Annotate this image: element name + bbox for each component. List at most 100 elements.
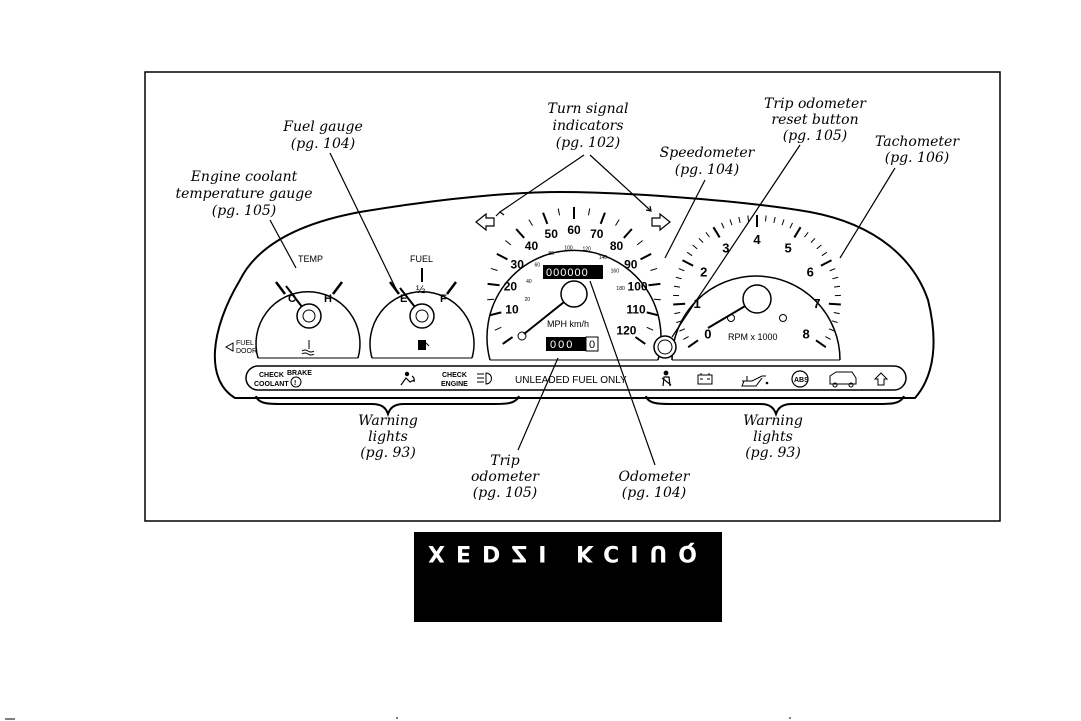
tachometer-number: 8 [803,326,810,341]
callout-speedometer-line1: Speedometer [660,145,756,161]
speedo-screw [517,331,527,341]
tachometer-number: 0 [704,326,711,341]
speedometer-number: 120 [616,324,636,338]
speedometer-number: 90 [624,257,638,271]
tachometer-tick [820,259,832,267]
tachometer-tick [683,336,689,340]
tachometer-tick [828,302,841,306]
trip-odometer-window [546,337,586,351]
check-coolant-line1: CHECK [259,372,284,379]
callout-odometer-line2: (pg. 104) [622,485,686,501]
tachometer-tick [793,226,802,238]
seatbelt-icon [661,370,672,387]
leader-lines [269,144,896,466]
tachometer-tick [687,339,699,348]
speedometer-kmh-number: 40 [526,279,532,285]
callout-trip-odometer-line1: Trip [490,453,520,469]
fuel-full-label: F [440,293,447,305]
fuel-pump-icon [418,340,430,350]
speedometer-tick [634,336,646,345]
speedometer-tick [490,267,498,271]
speedometer-tick [640,252,652,261]
callout-tachometer: Tachometer (pg. 106) [875,134,960,166]
callout-turn-signal: Turn signal indicators (pg. 102) [548,101,629,151]
brake-label: BRAKE [287,370,312,377]
tachometer-tick [705,232,710,238]
tachometer-number: 1 [694,296,701,311]
tachometer-tick [829,268,836,272]
speedometer-tick [646,326,654,331]
fuel-gauge: FUEL E ½ F [369,254,475,359]
tachometer-tick [831,320,838,323]
callout-warning-left-line1: Warning [358,413,418,429]
tachometer-tick [773,216,776,223]
tachometer-tick [712,226,721,238]
speedometer-kmh-number: 120 [582,247,591,253]
left-warning-brace [255,395,520,418]
tachometer-tick [678,268,685,272]
callout-coolant-line2: temperature gauge [175,186,312,202]
unleaded-fuel-label: UNLEADED FUEL ONLY [515,375,627,386]
check-engine-line2: ENGINE [441,381,468,388]
speedometer-kmh-number: 60 [535,263,541,269]
speedometer-kmh-number: 160 [611,269,620,275]
odometer-digits: 000000 [546,267,589,279]
callout-trip-reset-line2: reset button [771,112,858,128]
callout-turn-line1: Turn signal [548,101,629,117]
left-turn-arrow-icon [475,212,495,232]
tachometer-number: 4 [753,232,761,247]
tachometer-number: 2 [700,264,707,279]
callout-warning-right-line1: Warning [743,413,803,429]
tachometer-ticks [673,215,841,348]
tachometer-tick [825,336,831,340]
temp-label: TEMP [298,254,323,264]
speedometer-tick [542,212,549,225]
right-turn-arrow-icon [651,212,671,232]
headlamp-icon [477,372,492,385]
tachometer-tick [804,232,809,238]
speedometer-tick [502,336,514,345]
speedometer-kmh-number: 180 [616,286,625,292]
trip-odometer-digits: 000 [550,339,574,351]
temp-cold-label: C [288,293,296,305]
callout-odometer: Odometer (pg. 104) [618,469,690,501]
callout-coolant-line1: Engine coolant [190,169,298,185]
tachometer-number: 6 [807,264,814,279]
quick-index-label: XEDZI KCIUQ [427,540,708,565]
airbag-icon [400,371,415,386]
fuel-door-line1: FUEL [236,340,254,347]
callout-trip-reset-line1: Trip odometer [764,96,867,112]
fuel-door-line2: DOOR [236,348,257,355]
speedometer-tick [496,252,508,261]
callout-warning-left-line2: lights [368,429,408,445]
callout-coolant-line3: (pg. 105) [212,203,276,219]
speedometer-number: 80 [610,239,624,253]
tachometer-tick [686,251,693,257]
speedometer-tick [650,267,658,271]
tachometer-tick [832,276,839,280]
speedometer-tick [615,219,620,226]
speedometer-tick [648,282,661,287]
callout-trip-odometer-line2: odometer [471,469,540,485]
quick-index-tab[interactable]: XEDZI KCIUQ [414,532,722,622]
tachometer-number: 5 [785,241,792,256]
speedometer-number: 110 [626,303,646,317]
callout-warning-left-line3: (pg. 93) [360,445,416,461]
abs-label: ABS [794,377,809,384]
tachometer-tick [789,222,793,229]
tachometer-tick [738,216,741,223]
tachometer-tick [673,285,680,288]
tachometer-tick [821,251,828,257]
tach-units: RPM x 1000 [728,332,778,342]
speedometer-kmh-number: 140 [599,255,608,261]
tachometer-tick [698,237,704,244]
fuel-label: FUEL [410,254,433,264]
callout-tachometer-line1: Tachometer [875,134,960,150]
tachometer-tick [692,244,698,250]
speedometer-tick [494,326,502,331]
fuel-empty-label: E [400,293,407,305]
callout-fuel-gauge-line2: (pg. 104) [291,136,355,152]
